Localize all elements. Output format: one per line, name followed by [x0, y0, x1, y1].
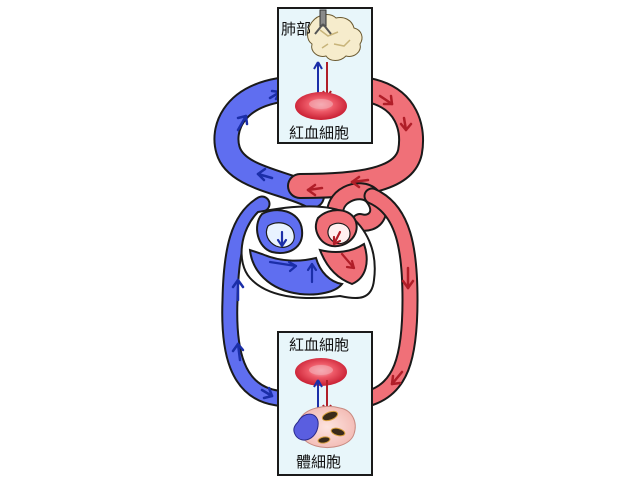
cell-nucleus [293, 413, 319, 441]
body-cell-panel: 紅血細胞 體細胞 [277, 331, 373, 476]
lung-label: 肺部 [281, 20, 311, 38]
rbc-label-bottom: 紅血細胞 [289, 336, 349, 354]
lung-panel: 肺部 紅血細胞 [277, 7, 373, 144]
red-blood-cell-icon [295, 92, 347, 120]
red-blood-cell-icon [295, 358, 347, 386]
right-ventricle [248, 248, 344, 296]
rbc-label-top: 紅血細胞 [289, 124, 349, 142]
left-ventricle [318, 242, 368, 286]
lung-icon [307, 9, 363, 61]
body-cell-label: 體細胞 [296, 453, 341, 471]
heart-icon [240, 205, 376, 300]
body-cell-icon [293, 406, 356, 448]
deoxygenated-vessels [213, 77, 325, 407]
mitochondria [317, 410, 346, 444]
oxygenated-vessels [287, 77, 425, 407]
